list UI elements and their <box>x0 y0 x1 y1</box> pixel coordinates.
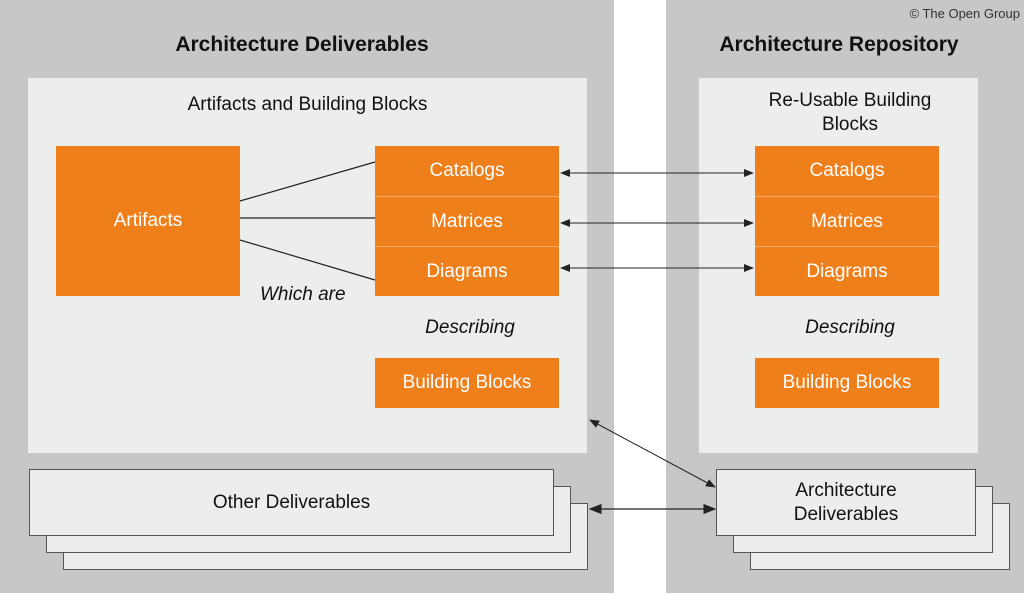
repository-title: Architecture Repository <box>719 33 959 56</box>
which-are-label: Which are <box>260 284 346 305</box>
artifacts-catalogs-line <box>239 161 376 202</box>
matrices-box: Matrices <box>375 196 559 246</box>
repo-deliverables-box: Architecture Deliverables <box>716 469 976 536</box>
other-deliverables-box: Other Deliverables <box>29 469 554 536</box>
repo-diagrams-box: Diagrams <box>755 246 939 296</box>
repo-matrices-box: Matrices <box>755 196 939 246</box>
copyright: © The Open Group <box>909 6 1020 21</box>
repo-catalogs-box: Catalogs <box>755 146 939 196</box>
diagrams-box: Diagrams <box>375 246 559 296</box>
deliverables-title: Architecture Deliverables <box>175 33 429 56</box>
repo-building-blocks-box: Building Blocks <box>755 358 939 408</box>
artifacts-building-blocks-title: Artifacts and Building Blocks <box>187 94 428 115</box>
describing-label: Describing <box>425 317 515 338</box>
catalogs-box: Catalogs <box>375 146 559 196</box>
artifacts-repo-deliverables-arrow <box>589 419 716 488</box>
repo-describing-label: Describing <box>805 317 895 338</box>
artifacts-diagrams-line <box>239 239 376 281</box>
building-blocks-box: Building Blocks <box>375 358 559 408</box>
artifacts-box: Artifacts <box>56 146 240 296</box>
reusable-building-blocks-title: Re-Usable Building Blocks <box>768 90 932 135</box>
